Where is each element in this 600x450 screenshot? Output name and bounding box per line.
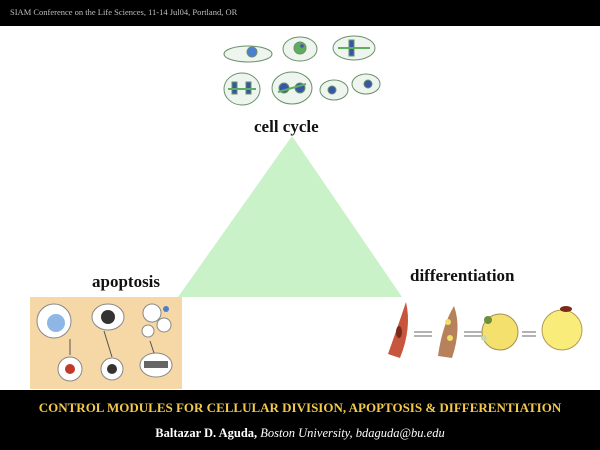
cell-metaphase: [332, 35, 376, 61]
cell-interphase: [223, 45, 273, 63]
cell-cycle-illustration: [223, 35, 381, 106]
author-affiliation: Boston University, bdaguda@bu.edu: [257, 426, 445, 440]
apoptotic-cell-healthy: [36, 303, 72, 339]
apoptosis-label: apoptosis: [92, 272, 161, 291]
cell-cycle-label: cell cycle: [254, 117, 319, 136]
top-bar: SIAM Conference on the Life Sciences, 11…: [0, 0, 600, 26]
conference-header: SIAM Conference on the Life Sciences, 11…: [10, 7, 238, 17]
apoptosis-illustration: [30, 297, 182, 389]
apoptotic-cell-shrinking: [91, 303, 125, 331]
apoptotic-cell-condensed: [100, 357, 124, 381]
mature-adipocyte: [541, 306, 583, 351]
author-line: Baltazar D. Aguda, Boston University, bd…: [0, 426, 600, 441]
cell-anaphase: [223, 72, 261, 106]
maturing-adipocyte: [481, 313, 519, 351]
differentiation-label: differentiation: [410, 266, 515, 285]
talk-title: CONTROL MODULES FOR CELLULAR DIVISION, A…: [38, 400, 562, 415]
intermediate-cell: [438, 306, 458, 358]
apoptotic-cell-fragment: [57, 356, 83, 382]
preadipocyte-cell: [388, 302, 408, 358]
apoptotic-cell-phagocytosed: [139, 352, 173, 378]
differentiation-illustration: [388, 302, 583, 358]
author-name: Baltazar D. Aguda,: [155, 426, 258, 440]
footer-bar: [0, 390, 600, 450]
cell-prophase: [282, 36, 318, 62]
apoptotic-bodies: [141, 303, 172, 338]
cell-cytokinesis: [319, 73, 381, 101]
cell-telophase: [271, 71, 313, 105]
triangle-shape: [178, 136, 402, 297]
